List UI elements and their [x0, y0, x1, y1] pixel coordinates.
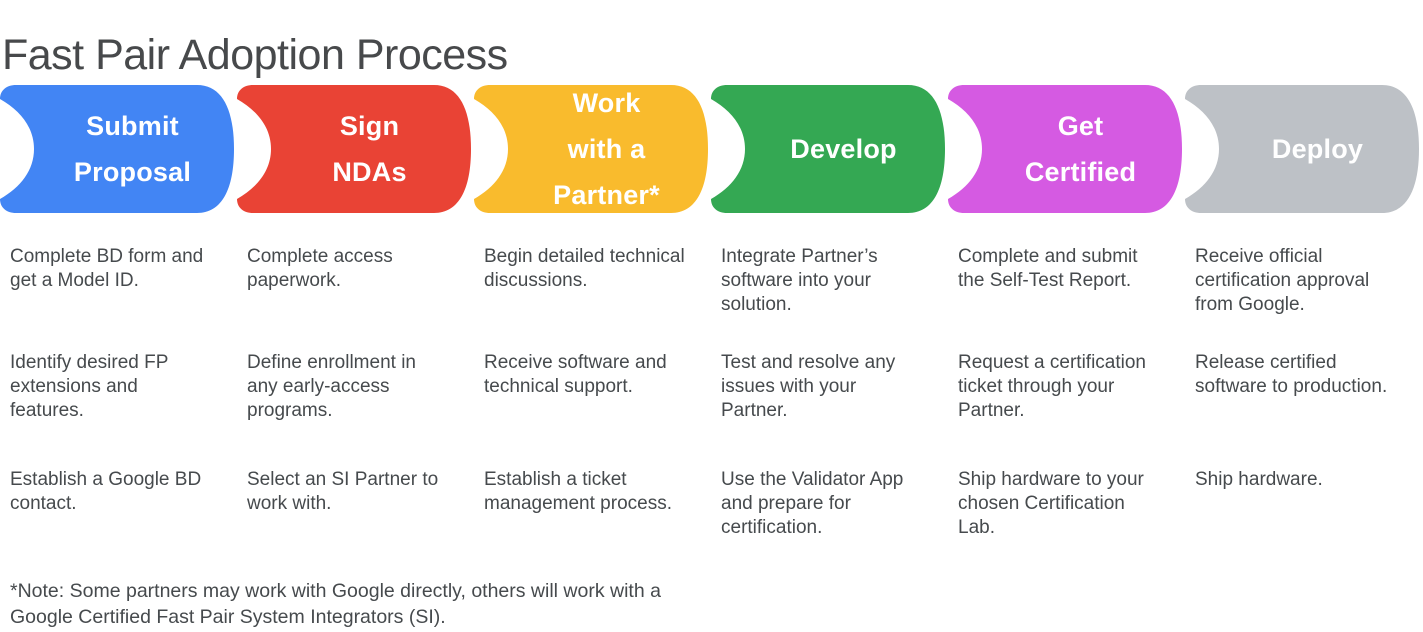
stage-label: Get Certified	[1024, 111, 1137, 187]
page-title: Fast Pair Adoption Process	[2, 30, 508, 79]
stage-steps: Complete access paperwork. Define enroll…	[237, 245, 474, 583]
stage-step: Establish a ticket management process.	[484, 469, 672, 514]
stage-work-with-a-partner: Work with a Partner* Begin detailed tech…	[474, 85, 711, 583]
stage-get-certified: Get Certified Complete and submit the Se…	[948, 85, 1185, 583]
stage-shape-path	[948, 85, 1182, 213]
stage-step: Use the Validator App and prepare for ce…	[721, 469, 904, 538]
stage-step: Complete access paperwork.	[247, 246, 393, 291]
stage-step: Integrate Partner’s software into your s…	[721, 246, 878, 315]
footnote: *Note: Some partners may work with Googl…	[10, 580, 661, 628]
stage-arrow-shape	[948, 85, 1182, 213]
stage-shape-path	[1185, 85, 1419, 213]
stage-step: Complete and submit the Self-Test Report…	[958, 246, 1138, 291]
stage-steps: Integrate Partner’s software into your s…	[711, 245, 948, 583]
stage-shape-path	[711, 85, 945, 213]
stage-step: Begin detailed technical discussions.	[484, 246, 685, 291]
stage-label: Work with a Partner*	[553, 88, 660, 210]
stage-arrow-shape	[711, 85, 945, 213]
stage-label: Develop	[790, 134, 897, 164]
stage-shape-path	[0, 85, 234, 213]
stage-label: Sign NDAs	[332, 111, 407, 187]
stage-label: Submit Proposal	[73, 111, 192, 187]
stage-label: Deploy	[1271, 134, 1364, 164]
stage-step: Define enrollment in any early-access pr…	[247, 352, 416, 421]
stage-shape-path	[474, 85, 708, 213]
stage-step: Establish a Google BD contact.	[10, 469, 202, 514]
stage-develop: Develop Integrate Partner’s software int…	[711, 85, 948, 583]
stage-step: Ship hardware.	[1195, 469, 1323, 490]
stage-steps: Complete BD form and get a Model ID. Ide…	[0, 245, 237, 583]
stage-sign-ndas: Sign NDAs Complete access paperwork. Def…	[237, 85, 474, 583]
stage-submit-proposal: Submit Proposal Complete BD form and get…	[0, 85, 237, 583]
stage-step: Test and resolve any issues with your Pa…	[721, 352, 896, 421]
stage-arrow-shape	[237, 85, 471, 213]
stage-step: Complete BD form and get a Model ID.	[10, 246, 204, 291]
stage-arrow-shape	[474, 85, 708, 213]
stage-step: Ship hardware to your chosen Certificati…	[958, 469, 1144, 538]
stage-step: Request a certification ticket through y…	[958, 352, 1146, 421]
stage-step: Identify desired FP extensions and featu…	[10, 352, 169, 421]
stage-arrow-shape	[1185, 85, 1419, 213]
stage-steps: Receive official certification approval …	[1185, 245, 1422, 583]
stage-steps: Complete and submit the Self-Test Report…	[948, 245, 1185, 583]
stage-step: Release certified software to production…	[1195, 352, 1388, 397]
stage-step: Select an SI Partner to work with.	[247, 469, 439, 514]
stage-arrow-shape	[0, 85, 234, 213]
stage-steps: Begin detailed technical discussions. Re…	[474, 245, 711, 583]
stage-shape-path	[237, 85, 471, 213]
stage-step: Receive software and technical support.	[484, 352, 667, 397]
stage-deploy: Deploy Receive official certification ap…	[1185, 85, 1422, 583]
stage-step: Receive official certification approval …	[1195, 246, 1370, 315]
process-stages-row: Submit Proposal Complete BD form and get…	[0, 85, 1423, 583]
